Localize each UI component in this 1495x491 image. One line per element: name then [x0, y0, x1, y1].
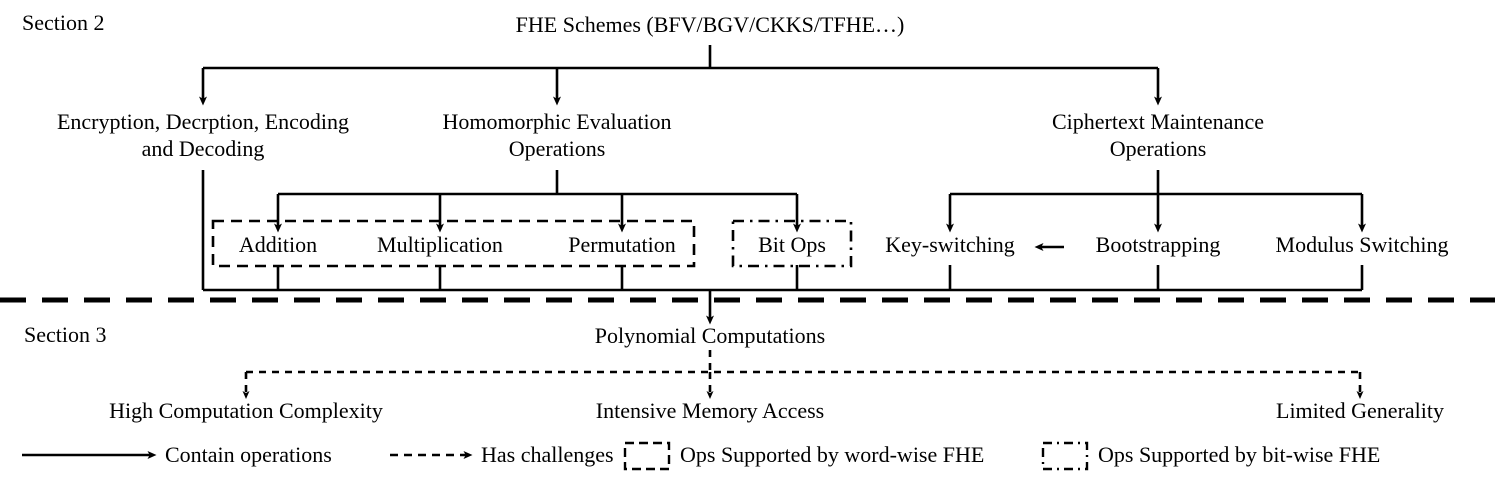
node-addition: Addition — [238, 232, 318, 257]
node-bit-ops: Bit Ops — [758, 232, 826, 257]
node-bootstrapping: Bootstrapping — [1095, 232, 1221, 257]
node-homomorphic-evaluation: Homomorphic Evaluation Operations — [442, 109, 672, 161]
legend-label-bit-wise-fhe: Ops Supported by bit-wise FHE — [1098, 442, 1381, 467]
legend-label-word-wise-fhe: Ops Supported by word-wise FHE — [680, 442, 985, 467]
legend-label-contain-operations: Contain operations — [165, 442, 332, 467]
node-intensive-memory-access: Intensive Memory Access — [595, 398, 825, 423]
node-modulus-switching: Modulus Switching — [1275, 232, 1449, 257]
section-2-label: Section 2 — [22, 10, 105, 35]
node-encryption-decryption: Encryption, Decrption, Encoding and Deco… — [56, 109, 350, 161]
node-polynomial-computations: Polynomial Computations — [594, 323, 826, 348]
legend-dashdot-box-icon — [1041, 441, 1089, 471]
node-multiplication: Multiplication — [377, 232, 503, 257]
node-high-computation-complexity: High Computation Complexity — [109, 398, 383, 423]
node-key-switching: Key-switching — [885, 232, 1015, 257]
node-limited-generality: Limited Generality — [1276, 398, 1444, 423]
legend-dashed-box-icon — [623, 441, 671, 471]
legend-label-has-challenges: Has challenges — [481, 442, 614, 467]
diagram-title: FHE Schemes (BFV/BGV/CKKS/TFHE…) — [515, 12, 905, 37]
section-3-label: Section 3 — [24, 322, 107, 347]
node-ciphertext-maintenance: Ciphertext Maintenance Operations — [1052, 109, 1264, 161]
node-permutation: Permutation — [568, 232, 676, 257]
